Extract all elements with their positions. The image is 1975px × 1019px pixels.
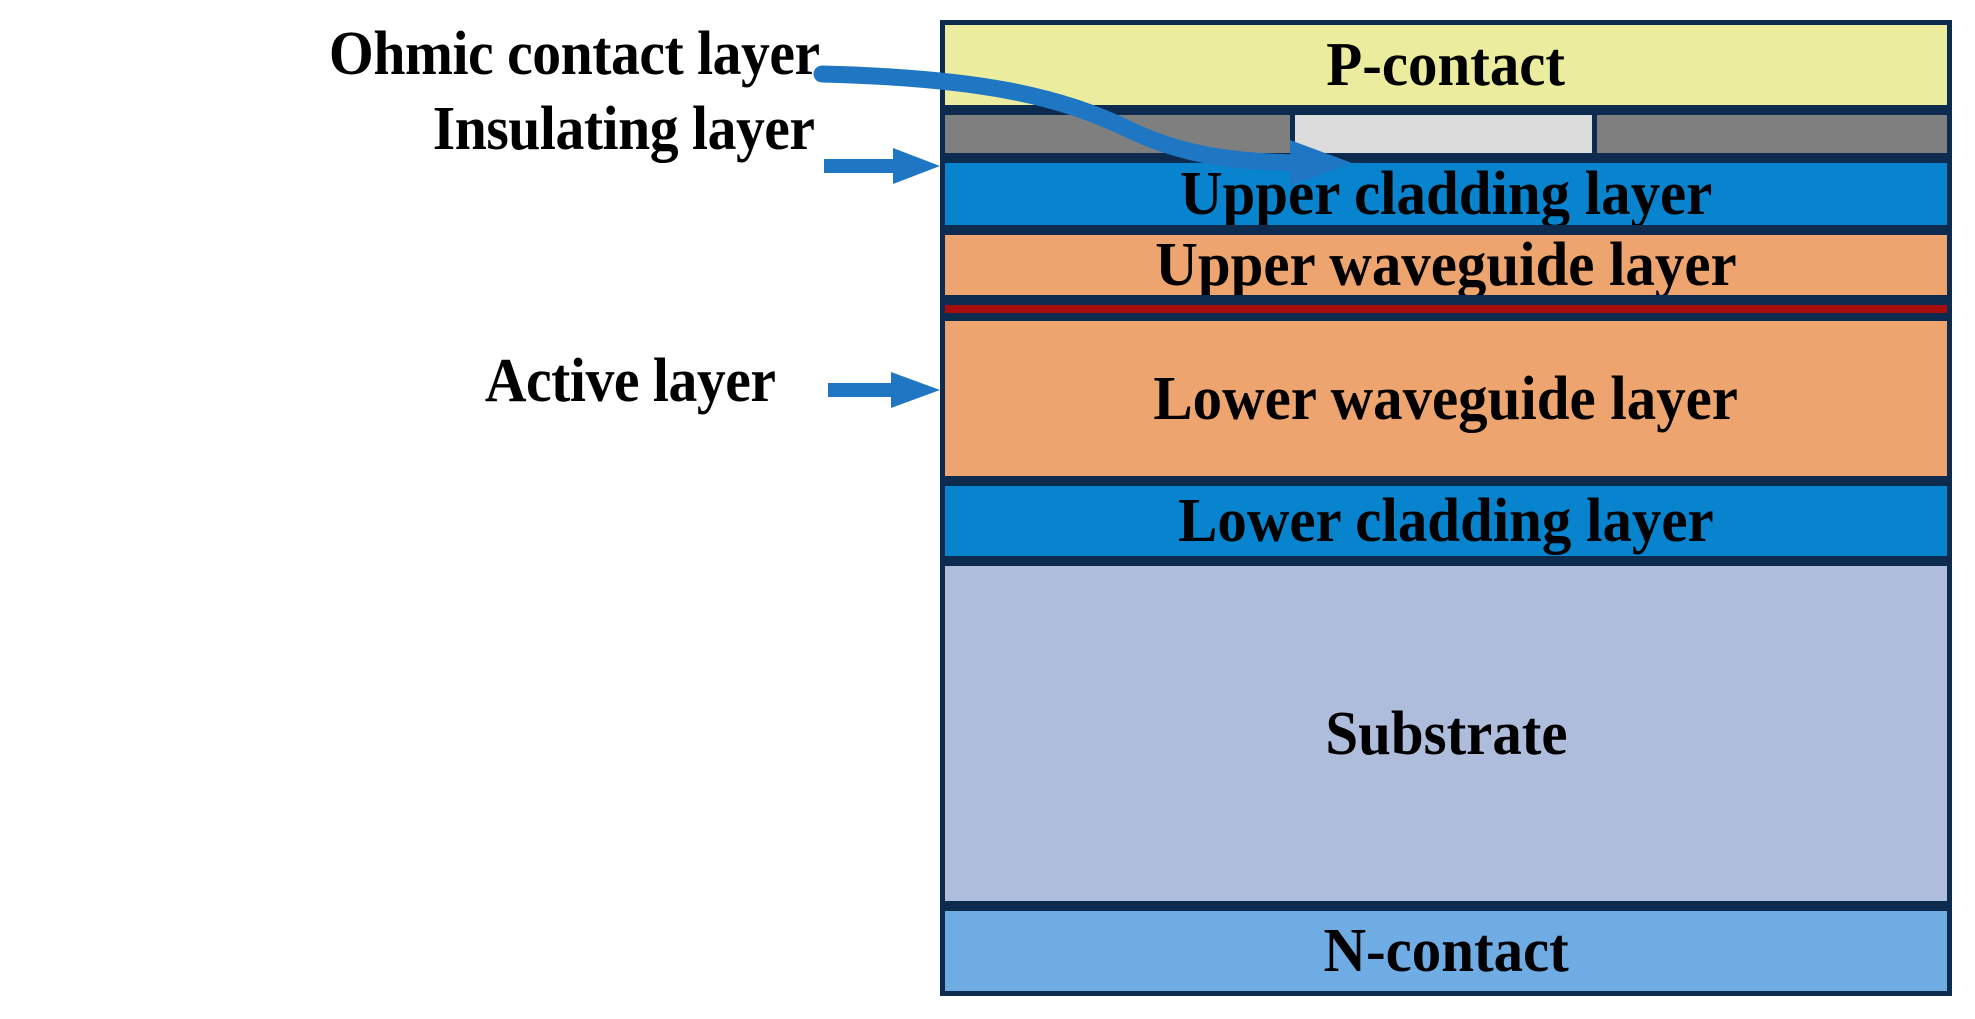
layer-lower-waveguide: Lower waveguide layer xyxy=(940,316,1952,481)
layer-stack: P-contact Upper cladding layer Upper wav… xyxy=(940,20,1952,996)
arrow-insulating-straight xyxy=(824,148,940,184)
layer-label-upper-waveguide: Upper waveguide layer xyxy=(1155,231,1737,299)
layer-insulating xyxy=(940,110,1952,158)
layer-label-n-contact: N-contact xyxy=(1323,917,1569,985)
layer-label-lower-waveguide: Lower waveguide layer xyxy=(1153,364,1739,433)
layer-upper-cladding: Upper cladding layer xyxy=(940,158,1952,230)
layer-n-contact: N-contact xyxy=(940,906,1952,996)
layer-label-upper-cladding: Upper cladding layer xyxy=(1179,160,1713,228)
callout-label-active-layer: Active layer xyxy=(484,347,775,415)
layer-substrate: Substrate xyxy=(940,561,1952,906)
callout-label-ohmic-contact-layer: Ohmic contact layer xyxy=(329,20,820,88)
layer-active xyxy=(940,300,1952,318)
layer-lower-cladding: Lower cladding layer xyxy=(940,481,1952,561)
ohmic-contact-window xyxy=(1290,115,1597,153)
layer-upper-waveguide: Upper waveguide layer xyxy=(940,230,1952,300)
arrow-active-straight xyxy=(828,372,940,408)
layer-label-substrate: Substrate xyxy=(1324,699,1568,768)
callout-label-insulating-layer: Insulating layer xyxy=(433,95,815,163)
layer-label-p-contact: P-contact xyxy=(1326,31,1566,99)
layer-label-lower-cladding: Lower cladding layer xyxy=(1178,487,1714,555)
layer-p-contact: P-contact xyxy=(940,20,1952,110)
